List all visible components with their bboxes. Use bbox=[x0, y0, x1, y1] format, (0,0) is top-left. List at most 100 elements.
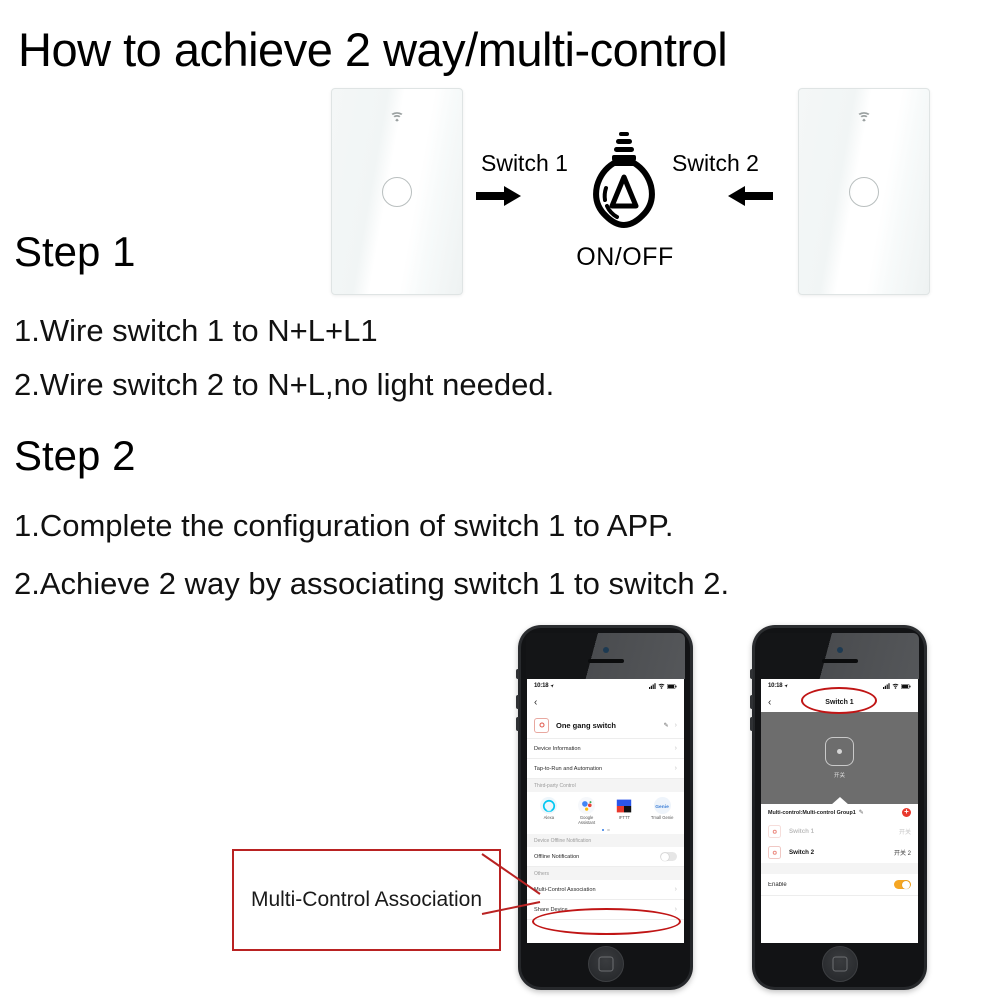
back-button[interactable]: ‹ bbox=[534, 696, 538, 708]
ifttt-icon bbox=[616, 797, 633, 814]
front-camera-icon bbox=[836, 647, 843, 653]
signal-bars-icon bbox=[883, 683, 890, 689]
section-header-offline-notification: Device Offline Notification bbox=[527, 834, 684, 848]
phone-multi-control-group: 10:18 bbox=[750, 625, 927, 990]
switch-touch-button-2[interactable] bbox=[849, 177, 879, 207]
row-offline-notification[interactable]: Offline Notification bbox=[527, 847, 684, 868]
screen-multi-control-group: 10:18 bbox=[761, 679, 918, 943]
home-button[interactable] bbox=[587, 946, 624, 982]
diagram-label-switch-2: Switch 2 bbox=[672, 150, 759, 176]
third-party-item-tmall-genie[interactable]: Genie Tmall Genie bbox=[646, 797, 679, 821]
light-bulb-icon bbox=[593, 132, 655, 229]
member-name: Switch 2 bbox=[789, 849, 815, 856]
row-tap-to-run-automation[interactable]: Tap-to-Run and Automation › bbox=[527, 759, 684, 779]
wall-switch-panel-2 bbox=[798, 88, 930, 295]
back-button[interactable]: ‹ bbox=[768, 696, 772, 708]
location-arrow-icon bbox=[550, 684, 554, 688]
svg-text:Genie: Genie bbox=[655, 804, 669, 810]
wall-switch-panel-1 bbox=[331, 88, 463, 295]
status-bar: 10:18 bbox=[527, 679, 684, 693]
row-device-information[interactable]: Device Information › bbox=[527, 739, 684, 759]
chevron-right-icon: › bbox=[674, 886, 677, 894]
battery-icon bbox=[667, 683, 677, 689]
third-party-label: IFTTT bbox=[618, 815, 631, 820]
offline-notification-toggle[interactable] bbox=[660, 851, 677, 862]
home-button[interactable] bbox=[821, 946, 858, 982]
step-1-line-1: 1.Wire switch 1 to N+L+L1 bbox=[14, 313, 378, 348]
device-thumbnail-icon bbox=[534, 717, 549, 733]
chevron-right-icon: › bbox=[674, 745, 677, 752]
google-assistant-icon bbox=[578, 797, 596, 814]
earpiece-speaker bbox=[821, 659, 858, 663]
chevron-right-icon: › bbox=[674, 906, 677, 914]
row-multi-control-association[interactable]: Multi-Control Association › bbox=[527, 880, 684, 901]
nav-title: Switch 1 bbox=[825, 699, 854, 706]
step-2-line-2: 2.Achieve 2 way by associating switch 1 … bbox=[14, 566, 730, 601]
row-label: Share Device bbox=[534, 906, 568, 913]
member-thumbnail-icon bbox=[768, 846, 781, 859]
section-header-others: Others bbox=[527, 867, 684, 881]
multi-control-group-header: Multi-control:Multi-control Group1 ✎ + bbox=[761, 804, 918, 821]
row-enable[interactable]: Enable bbox=[761, 874, 918, 896]
third-party-label: Google Assistant bbox=[578, 815, 596, 825]
member-name: Switch 1 bbox=[789, 828, 815, 835]
wifi-icon bbox=[892, 683, 899, 689]
member-channel: 开关 2 bbox=[893, 851, 911, 857]
member-channel: 开关 bbox=[898, 830, 911, 836]
device-header-row[interactable]: One gang switch ✎ › bbox=[527, 712, 684, 739]
row-label: Multi-Control Association bbox=[534, 886, 596, 893]
step-1-line-2: 2.Wire switch 2 to N+L,no light needed. bbox=[14, 367, 555, 402]
screen-device-settings: 10:18 bbox=[527, 679, 684, 943]
bulb-onoff-label: ON/OFF bbox=[576, 243, 674, 271]
section-header-third-party: Third-party Control bbox=[527, 779, 684, 792]
switch-touch-button-1[interactable] bbox=[382, 177, 412, 207]
alexa-icon bbox=[540, 797, 558, 814]
hero-notch bbox=[830, 797, 849, 805]
page-title: How to achieve 2 way/multi-control bbox=[18, 23, 728, 76]
callout-multi-control-association: Multi-Control Association bbox=[232, 849, 501, 951]
wifi-indicator-icon bbox=[391, 112, 403, 122]
page-dot-active[interactable] bbox=[601, 828, 604, 832]
third-party-label: Tmall Genie bbox=[650, 815, 674, 820]
device-hero-panel: 开关 bbox=[761, 712, 918, 805]
third-party-item-ifttt[interactable]: IFTTT bbox=[608, 797, 641, 821]
status-time: 10:18 bbox=[534, 683, 549, 689]
enable-toggle[interactable] bbox=[894, 879, 911, 890]
phone-mute-switch[interactable] bbox=[750, 669, 753, 679]
nav-bar: ‹ bbox=[527, 693, 684, 712]
signal-bars-icon bbox=[649, 683, 656, 689]
switch-button-icon[interactable] bbox=[825, 737, 854, 766]
chevron-right-icon: › bbox=[674, 721, 677, 729]
row-share-device[interactable]: Share Device › bbox=[527, 900, 684, 921]
wifi-icon bbox=[658, 683, 665, 689]
phone-volume-down-button[interactable] bbox=[750, 717, 753, 731]
phone-volume-up-button[interactable] bbox=[750, 695, 753, 709]
multi-control-member-row[interactable]: Switch 2 开关 2 bbox=[761, 842, 918, 863]
wifi-indicator-icon bbox=[858, 112, 870, 122]
phone-volume-down-button[interactable] bbox=[516, 717, 519, 731]
step-2-line-1: 1.Complete the configuration of switch 1… bbox=[14, 508, 674, 543]
tmall-genie-icon: Genie bbox=[653, 797, 671, 814]
third-party-item-google-assistant[interactable]: Google Assistant bbox=[570, 797, 603, 826]
third-party-control-strip: Alexa Google Assistant bbox=[527, 792, 684, 828]
multi-control-member-row[interactable]: Switch 1 开关 bbox=[761, 821, 918, 842]
arrow-left-icon bbox=[728, 186, 773, 206]
add-member-button[interactable]: + bbox=[902, 808, 911, 817]
row-label: Device Information bbox=[534, 745, 581, 752]
section-divider bbox=[761, 863, 918, 874]
battery-icon bbox=[901, 683, 911, 689]
nav-bar: ‹ Switch 1 bbox=[761, 693, 918, 712]
chevron-right-icon: › bbox=[674, 765, 677, 772]
third-party-item-alexa[interactable]: Alexa bbox=[532, 797, 565, 821]
phone-mute-switch[interactable] bbox=[516, 669, 519, 679]
member-thumbnail-icon bbox=[768, 825, 781, 838]
page-dots bbox=[527, 827, 684, 835]
pencil-icon[interactable]: ✎ bbox=[858, 810, 864, 816]
step-1-heading: Step 1 bbox=[14, 228, 136, 275]
pencil-icon[interactable]: ✎ bbox=[663, 722, 669, 729]
arrow-right-icon bbox=[476, 186, 521, 206]
page-dot[interactable] bbox=[607, 828, 610, 832]
phone-device-settings: 10:18 bbox=[516, 625, 693, 990]
phone-volume-up-button[interactable] bbox=[516, 695, 519, 709]
hero-label: 开关 bbox=[833, 773, 845, 779]
